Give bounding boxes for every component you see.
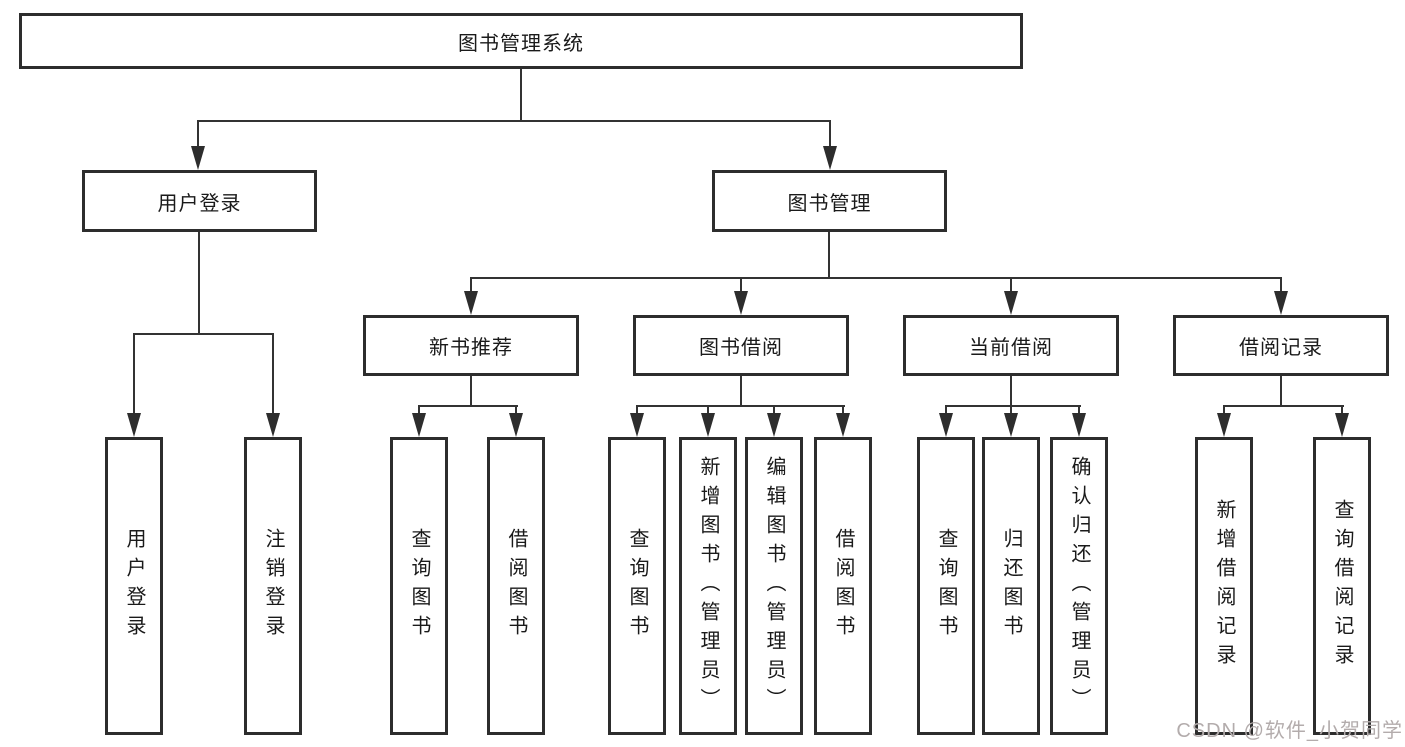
leaf-add-book-admin: 新增图书（管理员） (679, 437, 737, 735)
connector-line (707, 405, 709, 416)
connector-line (829, 120, 831, 150)
arrow-down-icon (734, 291, 748, 315)
connector-line (470, 277, 472, 295)
connector-line (520, 69, 522, 122)
connector-line (773, 405, 775, 416)
arrow-down-icon (1072, 413, 1086, 437)
watermark: CSDN @软件_小贺同学 (1176, 720, 1403, 742)
arrow-down-icon (630, 413, 644, 437)
arrow-down-icon (509, 413, 523, 437)
connector-line (272, 333, 274, 417)
leaf-label: 查询图书 (626, 528, 648, 644)
leaf-borrow-books: 借阅图书 (487, 437, 545, 735)
node-book-borrowing: 图书借阅 (633, 315, 849, 376)
leaf-borrow-books: 借阅图书 (814, 437, 872, 735)
node-label: 图书借阅 (699, 337, 783, 359)
leaf-query-books: 查询图书 (608, 437, 666, 735)
leaf-label: 借阅图书 (505, 528, 527, 644)
leaf-label: 注销登录 (262, 528, 284, 644)
arrow-down-icon (1004, 291, 1018, 315)
arrow-down-icon (1217, 413, 1231, 437)
leaf-add-borrow-record: 新增借阅记录 (1195, 437, 1253, 735)
node-label: 借阅记录 (1239, 337, 1323, 359)
leaf-user-login: 用户登录 (105, 437, 163, 735)
node-book-management: 图书管理 (712, 170, 947, 232)
arrow-down-icon (464, 291, 478, 315)
leaf-label: 查询图书 (935, 528, 957, 644)
node-book-management-system: 图书管理系统 (19, 13, 1023, 69)
leaf-label: 新增借阅记录 (1213, 499, 1235, 673)
node-current-borrowing: 当前借阅 (903, 315, 1119, 376)
leaf-label: 新增图书（管理员） (697, 455, 719, 717)
connector-line (1010, 405, 1012, 416)
connector-line (470, 374, 472, 407)
connector-line (133, 333, 274, 335)
arrow-down-icon (1004, 413, 1018, 437)
leaf-label: 归还图书 (1000, 528, 1022, 644)
connector-line (1341, 405, 1343, 416)
connector-line (418, 405, 518, 407)
leaf-query-books: 查询图书 (390, 437, 448, 735)
connector-line (1280, 374, 1282, 407)
node-label: 新书推荐 (429, 337, 513, 359)
leaf-label: 借阅图书 (832, 528, 854, 644)
node-label: 图书管理系统 (458, 32, 584, 55)
leaf-logout: 注销登录 (244, 437, 302, 735)
arrow-down-icon (836, 413, 850, 437)
connector-line (133, 333, 135, 417)
leaf-label: 确认归还（管理员） (1068, 455, 1090, 717)
arrow-down-icon (823, 146, 837, 170)
leaf-query-borrow-record: 查询借阅记录 (1313, 437, 1371, 735)
arrow-down-icon (939, 413, 953, 437)
connector-line (1280, 277, 1282, 295)
leaf-query-books: 查询图书 (917, 437, 975, 735)
node-label: 用户登录 (157, 192, 242, 215)
leaf-label: 查询图书 (408, 528, 430, 644)
leaf-label: 编辑图书（管理员） (763, 455, 785, 717)
connector-line (1223, 405, 1344, 407)
arrow-down-icon (127, 413, 141, 437)
node-new-book-recommend: 新书推荐 (363, 315, 579, 376)
arrow-down-icon (412, 413, 426, 437)
arrow-down-icon (266, 413, 280, 437)
leaf-edit-book-admin: 编辑图书（管理员） (745, 437, 803, 735)
arrow-down-icon (1274, 291, 1288, 315)
connector-line (740, 277, 742, 295)
connector-line (198, 231, 200, 335)
node-user-login: 用户登录 (82, 170, 317, 232)
node-label: 图书管理 (787, 192, 872, 215)
connector-line (418, 405, 420, 416)
connector-line (197, 120, 831, 122)
leaf-return-books: 归还图书 (982, 437, 1040, 735)
connector-line (828, 231, 830, 279)
connector-line (1223, 405, 1225, 416)
connector-line (1078, 405, 1080, 416)
leaf-label: 查询借阅记录 (1331, 499, 1353, 673)
connector-line (1010, 277, 1012, 295)
connector-line (1010, 374, 1012, 407)
connector-line (842, 405, 844, 416)
leaf-label: 用户登录 (123, 528, 145, 644)
connector-line (197, 120, 199, 150)
node-borrowing-records: 借阅记录 (1173, 315, 1389, 376)
arrow-down-icon (701, 413, 715, 437)
connector-line (636, 405, 845, 407)
connector-line (945, 405, 947, 416)
arrow-down-icon (191, 146, 205, 170)
leaf-confirm-return-admin: 确认归还（管理员） (1050, 437, 1108, 735)
connector-line (740, 374, 742, 407)
connector-line (470, 277, 1282, 279)
connector-line (945, 405, 1081, 407)
arrow-down-icon (1335, 413, 1349, 437)
connector-line (515, 405, 517, 416)
node-label: 当前借阅 (969, 337, 1053, 359)
connector-line (636, 405, 638, 416)
arrow-down-icon (767, 413, 781, 437)
